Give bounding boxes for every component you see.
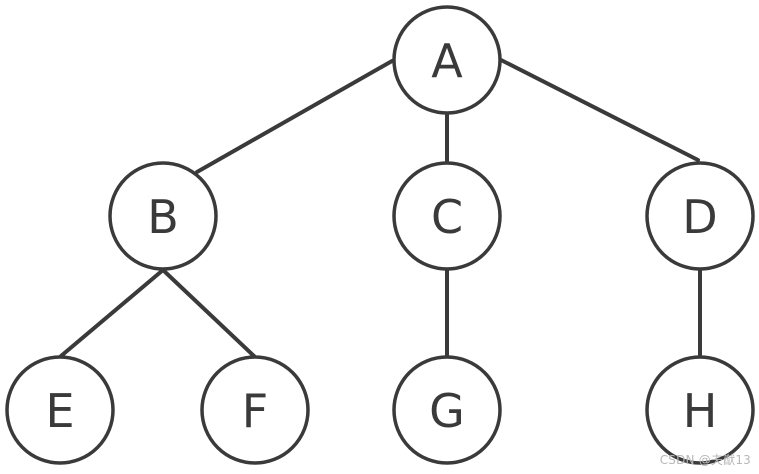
node-g: G <box>392 355 502 465</box>
node-e-label: E <box>45 384 74 438</box>
watermark-text: CSDN @夫猷13 <box>659 453 751 467</box>
node-f-circle <box>200 355 310 465</box>
node-h: H <box>645 355 755 465</box>
edge-group <box>59 58 702 358</box>
node-c: C <box>392 161 502 271</box>
node-c-label: C <box>431 190 463 244</box>
node-d-label: D <box>682 190 717 244</box>
node-f: F <box>200 355 310 465</box>
node-g-circle <box>392 355 502 465</box>
edge-a-b <box>195 59 394 174</box>
node-e-circle <box>5 355 115 465</box>
edge-b-e <box>59 268 165 358</box>
edge-b-f <box>161 268 256 358</box>
node-g-label: G <box>429 384 465 438</box>
node-d: D <box>645 161 755 271</box>
node-d-circle <box>645 161 755 271</box>
node-a-label: A <box>431 34 463 88</box>
node-h-label: H <box>683 384 718 438</box>
node-b-circle <box>108 161 218 271</box>
edge-a-d <box>499 58 700 162</box>
node-e: E <box>5 355 115 465</box>
node-b-label: B <box>147 190 179 244</box>
node-a-circle <box>392 5 502 115</box>
node-h-circle <box>645 355 755 465</box>
node-c-circle <box>392 161 502 271</box>
node-a: A <box>392 5 502 115</box>
node-f-label: F <box>242 384 268 438</box>
node-b: B <box>108 161 218 271</box>
